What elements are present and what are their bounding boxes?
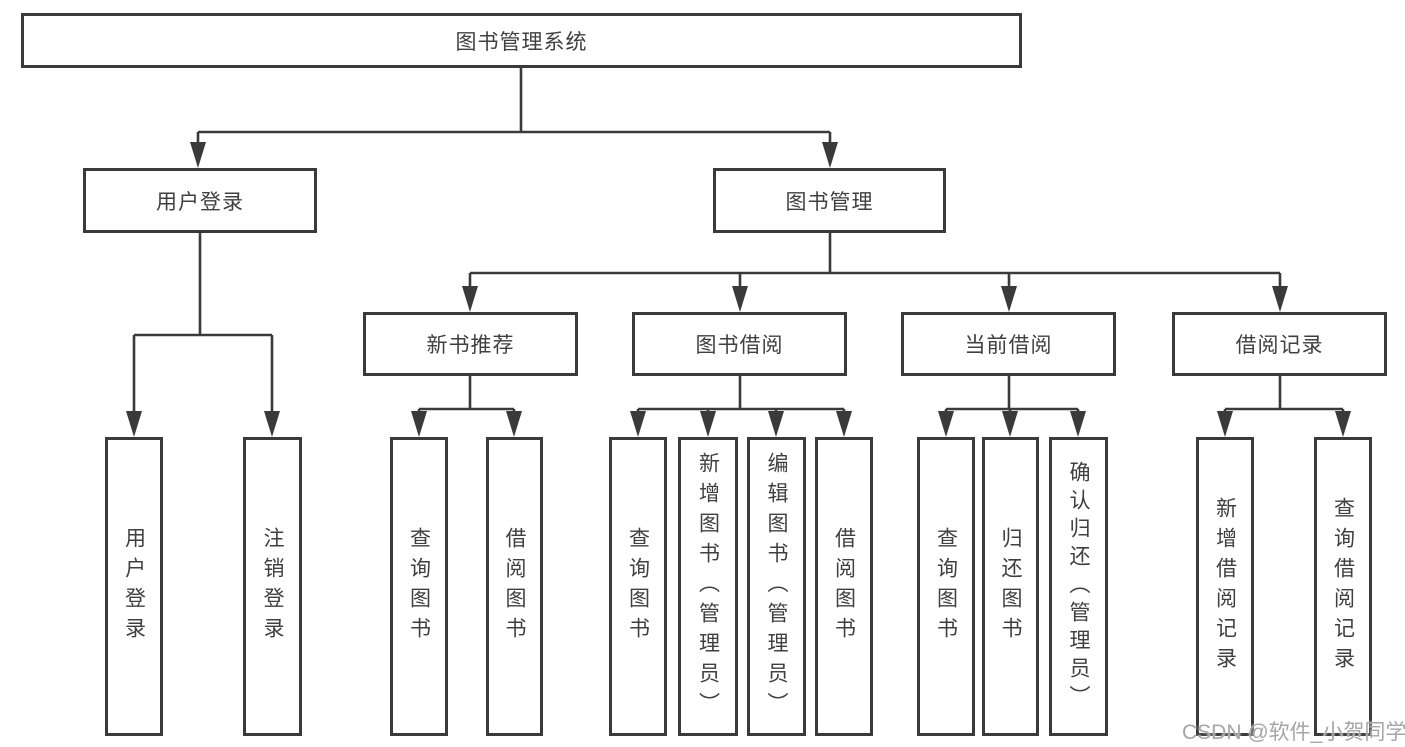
leaf-logout: 注销登录 <box>243 437 302 736</box>
csdn-watermark: CSDN @软件_小贺同学 <box>1182 721 1405 744</box>
leaf-user-login-label: 用户登录 <box>122 526 146 647</box>
leaf-confirm-return-admin-label: 确认归还（管理员） <box>1067 460 1090 713</box>
leaf-confirm-return-admin: 确认归还（管理员） <box>1049 437 1108 736</box>
node-new-book-recommend-label: 新书推荐 <box>426 334 515 357</box>
leaf-borrowing-borrow-book-label: 借阅图书 <box>832 526 856 647</box>
node-book-borrowing: 图书借阅 <box>632 312 847 376</box>
node-user-login: 用户登录 <box>83 168 317 233</box>
leaf-query-borrow-record: 查询借阅记录 <box>1314 437 1372 736</box>
leaf-return-book: 归还图书 <box>982 437 1039 736</box>
node-user-login-label: 用户登录 <box>156 190 244 214</box>
leaf-user-login: 用户登录 <box>105 437 163 736</box>
node-borrowing-records: 借阅记录 <box>1172 312 1387 376</box>
node-current-borrowing: 当前借阅 <box>901 312 1116 376</box>
leaf-recommend-query-book: 查询图书 <box>390 437 448 736</box>
leaf-current-query-book-label: 查询图书 <box>934 526 958 647</box>
leaf-add-borrow-record-label: 新增借阅记录 <box>1213 496 1237 677</box>
node-book-management: 图书管理 <box>713 168 946 233</box>
leaf-recommend-borrow-book: 借阅图书 <box>486 437 543 736</box>
leaf-query-borrow-record-label: 查询借阅记录 <box>1331 496 1355 677</box>
node-book-management-label: 图书管理 <box>785 190 874 214</box>
node-borrowing-records-label: 借阅记录 <box>1235 334 1324 357</box>
leaf-recommend-query-book-label: 查询图书 <box>407 526 431 647</box>
leaf-return-book-label: 归还图书 <box>999 526 1022 647</box>
leaf-borrowing-query-book: 查询图书 <box>609 437 667 736</box>
node-current-borrowing-label: 当前借阅 <box>964 334 1053 357</box>
node-book-borrowing-label: 图书借阅 <box>695 334 784 357</box>
leaf-logout-label: 注销登录 <box>261 526 284 647</box>
node-new-book-recommend: 新书推荐 <box>363 312 578 376</box>
leaf-add-book-admin-label: 新增图书（管理员） <box>696 451 720 722</box>
leaf-borrowing-query-book-label: 查询图书 <box>626 526 650 647</box>
leaf-borrowing-borrow-book: 借阅图书 <box>815 437 873 736</box>
node-root-library-management-system: 图书管理系统 <box>21 13 1022 68</box>
leaf-current-query-book: 查询图书 <box>917 437 975 736</box>
leaf-add-book-admin: 新增图书（管理员） <box>678 437 738 736</box>
leaf-recommend-borrow-book-label: 借阅图书 <box>503 526 526 647</box>
leaf-edit-book-admin-label: 编辑图书（管理员） <box>765 451 788 722</box>
leaf-add-borrow-record: 新增借阅记录 <box>1196 437 1254 736</box>
leaf-edit-book-admin: 编辑图书（管理员） <box>747 437 806 736</box>
node-root-label: 图书管理系统 <box>455 30 588 54</box>
